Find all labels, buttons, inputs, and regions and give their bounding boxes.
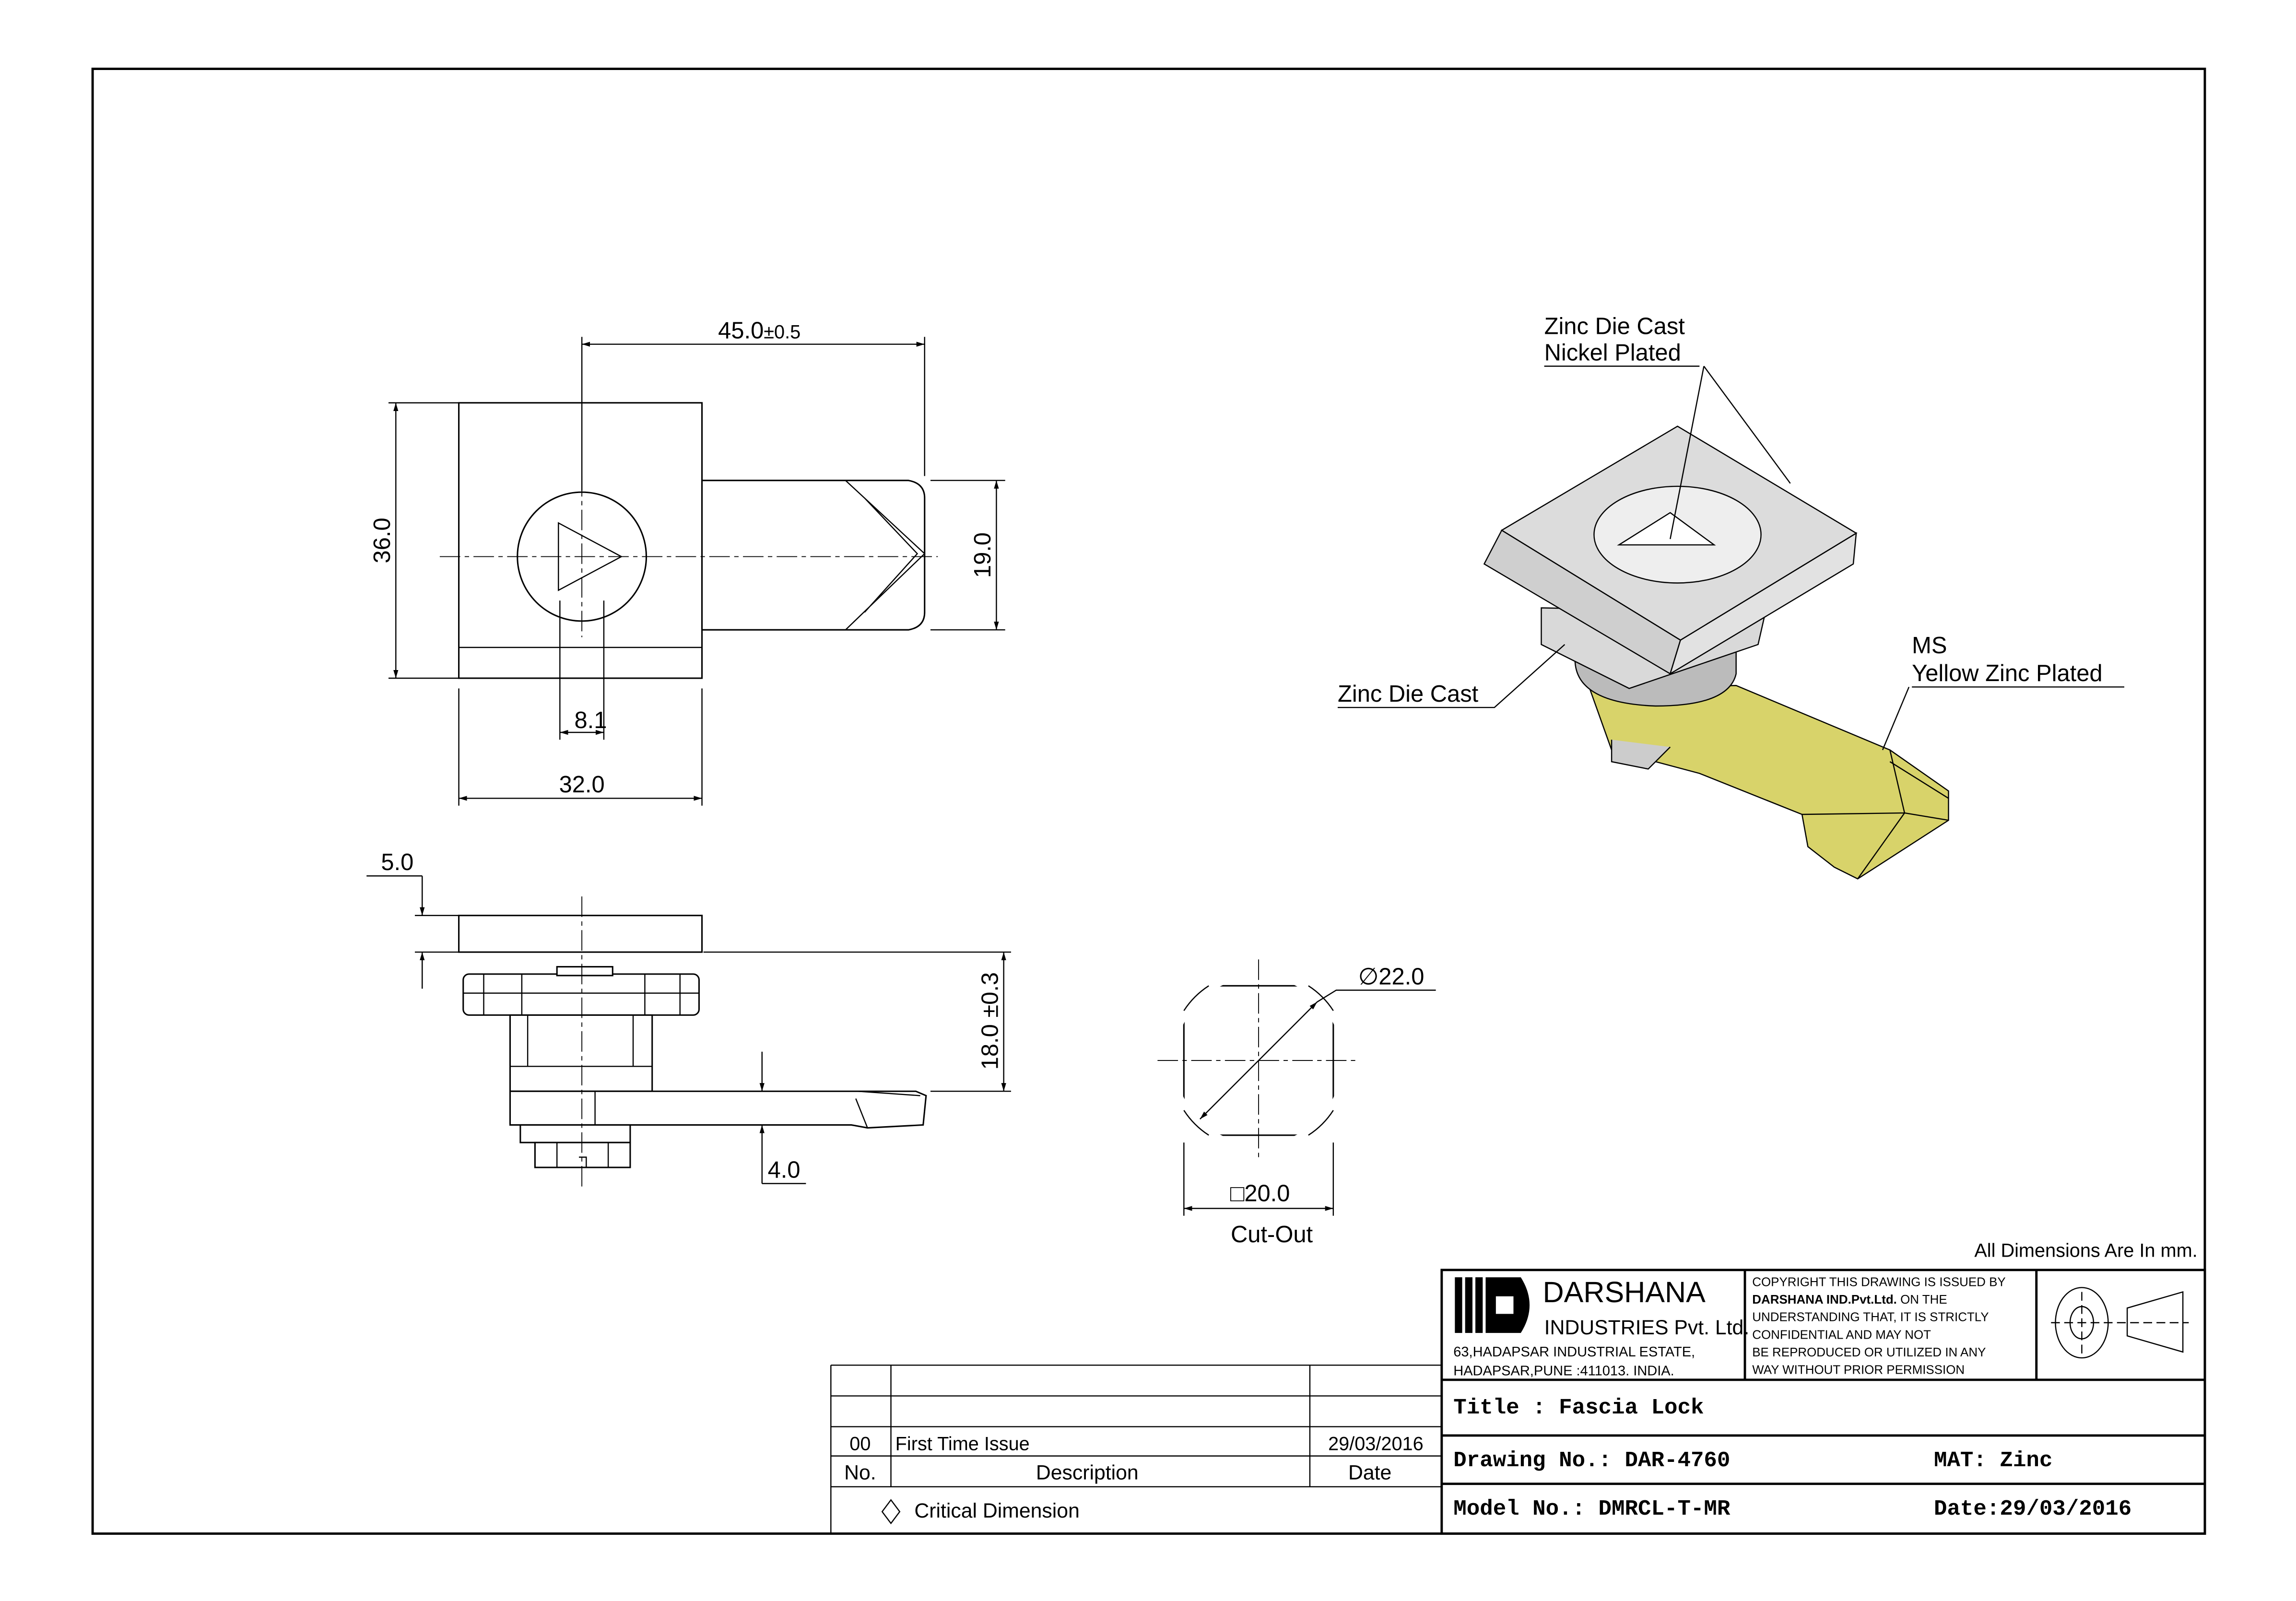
title-block-grid [1441,1270,2205,1485]
callout-top-line1: Zinc Die Cast [1544,313,1685,339]
header-no: No. [844,1461,876,1484]
cutout-corner-arcs [1183,985,1334,1136]
nut [519,1124,631,1143]
callout-cam-line1: MS [1912,633,1947,659]
dim-depth: 18.0 ±0.3 [977,972,1003,1070]
table-grid [830,1365,1442,1534]
address-line2: HADAPSAR,PUNE :411013. INDIA. [1453,1364,1674,1379]
address-line1: 63,HADAPSAR INDUSTRIAL ESTATE, [1453,1344,1695,1360]
dim-length-tol: ±0.5 [764,321,801,342]
cam-edges [1802,750,1949,880]
dim-cam-thickness: 4.0 [768,1157,801,1183]
copyright-line: DARSHANA IND.Pvt.Ltd. ON THE [1752,1293,1947,1307]
copyright-line: COPYRIGHT THIS DRAWING IS ISSUED BY [1752,1275,2005,1289]
projection-symbol-icon [2051,1287,2189,1359]
dim-length-label: 45.0±0.5 [718,318,801,343]
dim-offset: 8.1 [574,707,607,733]
rev-date: 29/03/2016 [1328,1433,1424,1454]
copyright-line: WAY WITHOUT PRIOR PERMISSION [1752,1364,1965,1377]
dim-square: □20.0 [1230,1180,1290,1206]
cutout-view: ∅22.0 □20.0 Cut-Out [1157,959,1436,1248]
washer [556,966,613,977]
revision-table: 00 First Time Issue 29/03/2016 No. Descr… [830,1365,1442,1534]
dim-plate: 5.0 [381,849,413,875]
drawing-number: Drawing No.: DAR-4760 [1453,1448,1730,1473]
title-block: DARSHANA INDUSTRIES Pvt. Ltd. 63,HADAPSA… [1440,1269,2206,1535]
dim-length: 45.0 [718,318,764,343]
dim-diameter: ∅22.0 [1358,964,1425,989]
top-view: 45.0±0.5 36.0 19.0 8.1 32.0 [369,318,1005,806]
side-view: 5.0 18.0 ±0.3 4.0 [366,849,1011,1187]
flange-detail [463,974,699,1015]
callout-top-line2: Nickel Plated [1544,340,1681,365]
leader-line [1544,365,1791,540]
yellow-cam [1589,685,1949,880]
copyright-line: CONFIDENTIAL AND MAY NOT [1752,1328,1931,1342]
drawing-title: Title : Fascia Lock [1453,1395,1704,1420]
screw [534,1142,631,1168]
material: MAT: Zinc [1934,1448,2052,1473]
rev-description: First Time Issue [895,1433,1030,1454]
copyright-line: UNDERSTANDING THAT, IT IS STRICTLY [1752,1311,1989,1324]
copyright-notice: COPYRIGHT THIS DRAWING IS ISSUED BY DARS… [1752,1275,2005,1377]
leader-line [1337,644,1566,708]
lock-body [509,1014,653,1092]
rev-no: 00 [849,1433,871,1454]
plate-outline [458,402,703,679]
triangle-key-icon [1617,512,1716,546]
isometric-view: Zinc Die Cast Nickel Plated Zinc Die Cas… [1337,313,2124,880]
copyright-text: ON THE [1900,1293,1947,1307]
company-name: DARSHANA [1543,1276,1706,1308]
diamond-icon [881,1499,901,1525]
cam-tip-detail [855,1090,920,1129]
cam [509,1090,927,1129]
drawing-date: Date:29/03/2016 [1934,1496,2131,1521]
header-description: Description [1036,1461,1139,1484]
flange [462,973,700,1016]
leader-line [1317,989,1436,1002]
leader-line [1882,686,2124,751]
company-logo [1455,1277,1530,1333]
screw-3d [1611,740,1671,770]
copyright-company: DARSHANA IND.Pvt.Ltd. [1752,1293,1897,1307]
dimension-line [1200,1001,1318,1120]
plate-profile [458,915,703,953]
header-date: Date [1348,1461,1391,1484]
model-number: Model No.: DMRCL-T-MR [1453,1496,1731,1521]
dim-cam-width: 19.0 [970,532,996,578]
screw-detail [556,1142,609,1168]
cam-chevron [845,480,926,631]
company-subname: INDUSTRIES Pvt. Ltd. [1544,1316,1750,1339]
callout-cam-line2: Yellow Zinc Plated [1912,660,2102,686]
cam-outline [701,480,926,631]
copyright-line: BE REPRODUCED OR UTILIZED IN ANY [1752,1346,1986,1359]
critical-note: Critical Dimension [914,1499,1079,1522]
dim-height: 36.0 [369,518,395,563]
callout-body: Zinc Die Cast [1338,681,1479,707]
units-note: All Dimensions Are In mm. [1974,1240,2197,1261]
title-block-border [1440,1269,2206,1535]
cutout-label: Cut-Out [1231,1222,1313,1248]
dim-width: 32.0 [559,772,605,798]
body-detail [510,1015,652,1067]
drawing-border [91,68,2206,1535]
